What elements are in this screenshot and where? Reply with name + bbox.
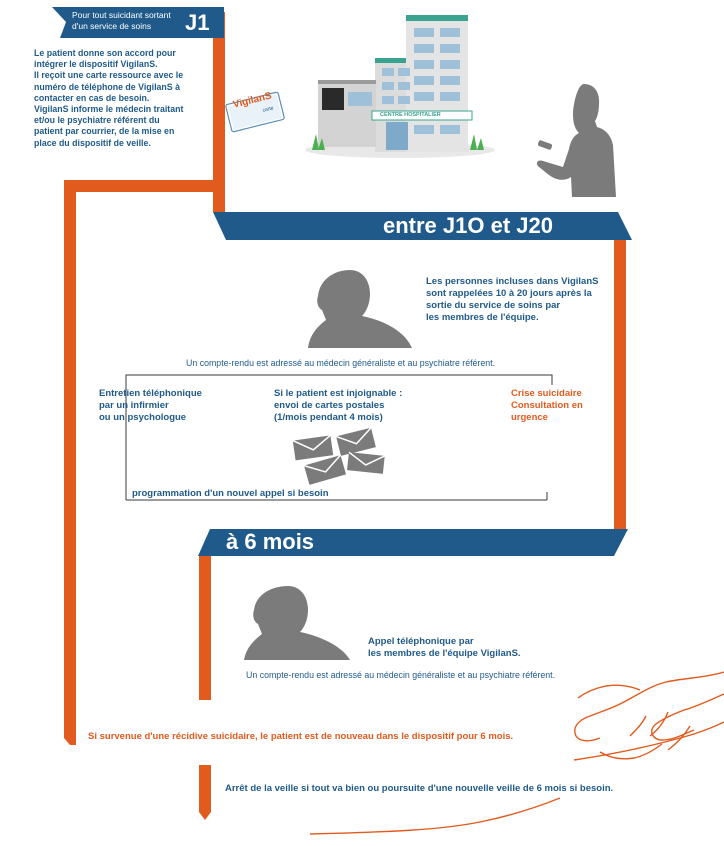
j1-tagline: Pour tout suicidant sortant d'un service… xyxy=(72,10,182,31)
j1-label: J1 xyxy=(185,10,210,35)
branch-line: par un infirmier xyxy=(99,400,169,411)
j1-tagline-line2: d'un service de soins xyxy=(72,20,152,31)
j10-call-line: sont rappelées 10 à 20 jours après la xyxy=(426,288,592,299)
branch-line: Crise suicidaire xyxy=(511,388,582,399)
j10-call-line: les membres de l'équipe. xyxy=(426,312,539,323)
j1-description: Le patient donne son accord pour intégre… xyxy=(34,48,207,149)
j10-banner xyxy=(213,212,632,240)
m6-report: Un compte-rendu est adressé au médecin g… xyxy=(246,670,556,680)
handshake-icon xyxy=(309,671,724,835)
envelopes-icon xyxy=(292,427,386,485)
person-with-phone-icon xyxy=(536,84,616,197)
branch-line: Si le patient est injoignable : xyxy=(274,388,403,399)
m6-call-line: les membres de l'équipe VigilanS. xyxy=(368,648,521,659)
branch-line: ou un psychologue xyxy=(99,412,187,423)
caller-icon xyxy=(308,270,412,348)
m6-banner xyxy=(198,529,628,556)
branch-phone-interview: Entretien téléphonique par un infirmier … xyxy=(99,388,239,424)
branch-line: envoi de cartes postales xyxy=(274,400,385,411)
j1-description-line: place du dispositif de veille. xyxy=(34,137,151,148)
j10-report: Un compte-rendu est adressé au médecin g… xyxy=(186,358,496,368)
m6-call-text: Appel téléphonique par les membres de l'… xyxy=(368,636,568,660)
j1-description-line: patient par courrier, de la mise en xyxy=(34,126,175,137)
j1-description-line: numéro de téléphone de VigilanS à xyxy=(34,81,180,92)
branch-postcards: Si le patient est injoignable : envoi de… xyxy=(274,388,434,424)
branch-line: urgence xyxy=(511,412,548,423)
j10-call-text: Les personnes incluses dans VigilanS son… xyxy=(426,276,606,324)
timeline-path xyxy=(64,12,626,820)
m6-title: à 6 mois xyxy=(226,529,315,554)
relapse-note: Si survenue d'une récidive suicidaire, l… xyxy=(88,731,514,742)
j1-description-line: intégrer le dispositif VigilanS. xyxy=(34,59,158,70)
vigilans-card-icon xyxy=(225,91,285,133)
hospital-sign: CENTRE HOSPITALIER xyxy=(380,112,441,118)
branch-line: Consultation en xyxy=(511,400,583,411)
j10-title: entre J1O et J20 xyxy=(383,213,553,238)
j1-description-line: Il reçoit une carte ressource avec le xyxy=(34,70,184,81)
branch-line: (1/mois pendant 4 mois) xyxy=(274,412,383,423)
j1-description-line: Le patient donne son accord pour xyxy=(34,48,176,58)
j1-tagline-line1: Pour tout suicidant sortant xyxy=(72,10,171,20)
j1-description-line: contacter en cas de besoin. xyxy=(34,92,150,103)
branch-connector xyxy=(125,374,553,501)
caller-icon-6-mois xyxy=(244,586,350,660)
j1-description-line: et/ou le psychiatre référent du xyxy=(34,115,160,126)
m6-call-line: Appel téléphonique par xyxy=(368,636,474,647)
j10-call-line: Les personnes incluses dans VigilanS xyxy=(426,276,599,287)
j10-call-line: sortie du service de soins par xyxy=(426,300,561,311)
branch-line: Entretien téléphonique xyxy=(99,388,202,399)
end-note: Arrêt de la veille si tout va bien ou po… xyxy=(225,783,614,794)
hospital-icon xyxy=(305,15,495,158)
j1-banner xyxy=(52,7,224,38)
j1-description-line: VigilanS informe le médecin traitant xyxy=(34,104,184,115)
reschedule-text: programmation d'un nouvel appel si besoi… xyxy=(132,488,329,499)
branch-crisis: Crise suicidaire Consultation en urgence xyxy=(511,388,611,424)
